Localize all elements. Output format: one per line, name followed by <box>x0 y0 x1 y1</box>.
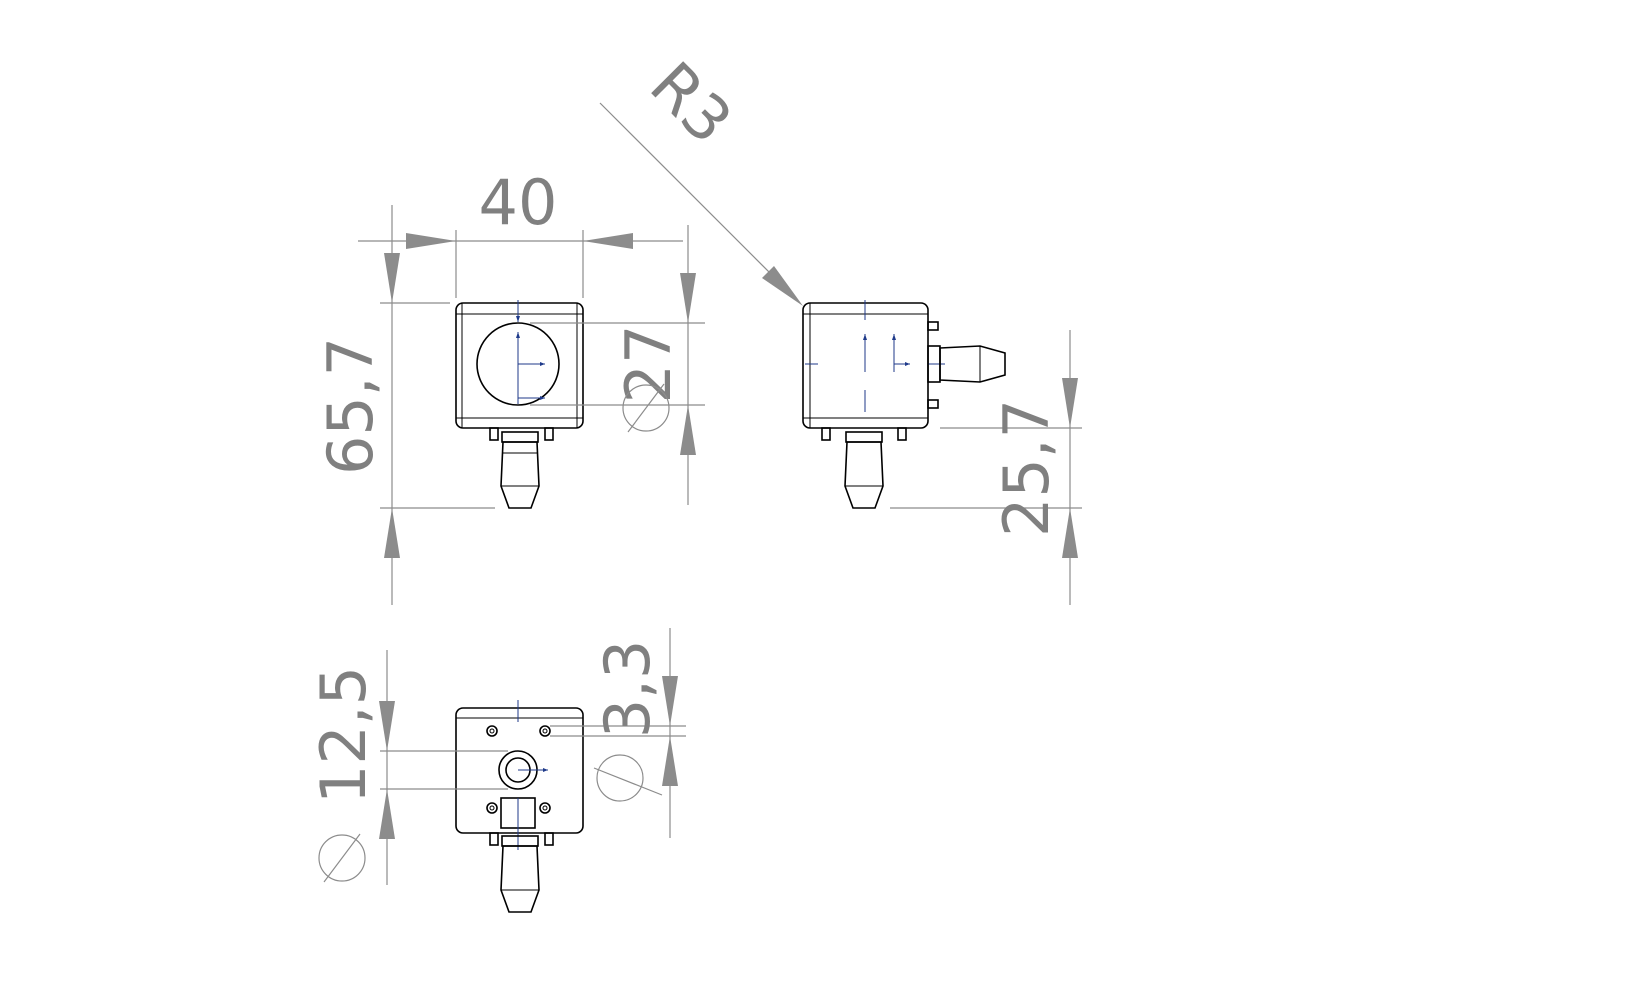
dim-label-65-7: 65,7 <box>314 337 387 475</box>
dim-label-27: 27 <box>612 325 685 404</box>
side-view-nozzle-horizontal <box>939 345 1006 383</box>
screw-hole <box>486 725 498 737</box>
front-view-bore <box>476 322 560 406</box>
dim-height-25-7: 25,7 <box>890 330 1082 605</box>
diameter-symbol-icon <box>596 754 644 802</box>
front-view-body <box>455 302 584 429</box>
dim-diameter-27: 27 <box>530 225 705 505</box>
dim-label-3-3: 3,3 <box>591 640 664 739</box>
bottom-view <box>455 700 584 913</box>
dim-label-r3: R3 <box>636 48 746 158</box>
dim-width-40: 40 <box>358 166 683 298</box>
front-view <box>455 300 584 509</box>
diameter-symbol-icon <box>622 384 670 432</box>
screw-hole <box>539 725 551 737</box>
dim-diameter-3-3: 3,3 <box>550 628 686 838</box>
dim-label-12-5: 12,5 <box>307 666 380 804</box>
side-view-nozzle-bottom <box>844 441 884 509</box>
dim-label-40: 40 <box>479 166 558 239</box>
dim-radius-r3: R3 <box>599 48 803 306</box>
screw-hole <box>539 802 551 814</box>
screw-hole <box>486 802 498 814</box>
diameter-symbol-icon <box>318 834 366 882</box>
front-view-nozzle <box>500 441 540 509</box>
bottom-view-body <box>455 707 584 834</box>
dim-height-65-7: 65,7 <box>314 205 495 605</box>
side-view <box>802 300 1006 509</box>
dim-label-25-7: 25,7 <box>990 399 1063 537</box>
bottom-view-nozzle <box>500 845 540 913</box>
dim-diameter-12-5: 12,5 <box>307 650 508 885</box>
